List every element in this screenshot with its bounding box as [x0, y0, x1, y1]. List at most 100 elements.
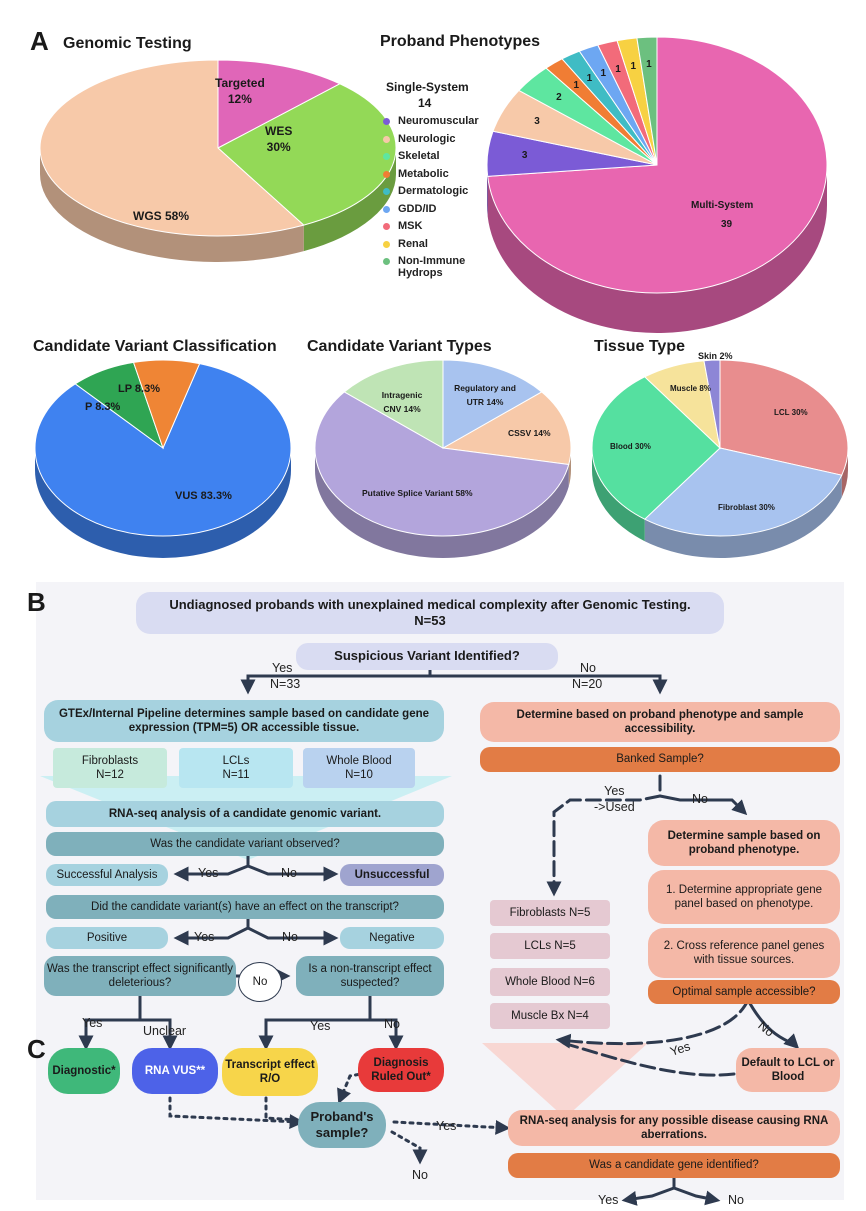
phenotype-slice-count: 1 — [573, 79, 580, 91]
rnaseq-candidate-box: RNA-seq analysis of a candidate genomic … — [46, 801, 444, 827]
pie-side-wes — [303, 148, 396, 252]
phenotype-slice-count: 1 — [600, 67, 607, 79]
pie-slice-skin — [703, 359, 721, 449]
no-label-nontranscript: No — [384, 1017, 400, 1031]
slice-label-lcl: LCL 30% — [774, 408, 808, 417]
legend-dot — [383, 135, 390, 143]
undiagnosed-text: Undiagnosed probands with unexplained me… — [169, 596, 691, 612]
legend-label: Neurologic — [398, 132, 456, 145]
pie-slice-cnv — [343, 359, 444, 449]
legend-item-gdd-id: GDD/ID — [383, 203, 478, 215]
probands-sample-box: Proband's sample? — [298, 1102, 386, 1148]
legend-dot — [383, 258, 390, 265]
successful-analysis-box: Successful Analysis — [46, 864, 168, 886]
phenotype-slice-count: 2 — [556, 91, 562, 103]
whole-blood-n: N=10 — [345, 769, 373, 781]
panel-label-c: C — [27, 1034, 46, 1064]
lcls-n: N=11 — [222, 769, 250, 781]
multi-system-count: 39 — [721, 219, 733, 230]
pie-side-multi — [487, 165, 827, 334]
pie-side-blood — [592, 448, 645, 542]
deleterious-question-box: Was the transcript effect significantly … — [44, 956, 236, 996]
slice-label-targeted: Targeted 12% — [215, 76, 265, 106]
pie-slice-vus — [34, 363, 292, 537]
yes-n-label: N=33 — [270, 677, 301, 691]
whole-blood-6-box: Whole Blood N=6 — [490, 968, 610, 996]
transcript-ro-box: Transcript effect R/O — [222, 1048, 318, 1096]
no-label-observed: No — [281, 866, 297, 880]
pie-slice-reg — [442, 359, 543, 449]
pie-slice-blood — [591, 376, 721, 520]
slice-label-vus: VUS 83.3% — [175, 490, 232, 502]
pie-slice-lcl — [719, 359, 849, 476]
pie-side-lcl — [841, 448, 848, 498]
yes-label-observed: Yes — [198, 866, 219, 880]
slice-label-cnv: Intragenic CNV 14% — [381, 390, 423, 414]
gtex-pipeline-box: GTEx/Internal Pipeline determines sample… — [44, 700, 444, 742]
pie-slice-fibro — [643, 447, 843, 537]
genomic-testing-pie — [39, 59, 397, 263]
phenotype-slice-count: 1 — [615, 63, 621, 75]
variant-types-pie — [314, 359, 572, 559]
funnel-triangle-right — [482, 1043, 648, 1118]
legend-item-neuromuscular: Neuromuscular — [383, 115, 479, 127]
determine-phenotype-box: Determine based on proband phenotype and… — [480, 702, 840, 742]
legend-label: Neuromuscular — [398, 115, 479, 127]
yes-label-effect: Yes — [194, 930, 215, 944]
slice-label-cssv: CSSV 14% — [508, 428, 551, 438]
unclear-label: Unclear — [143, 1024, 187, 1038]
legend-label: Skeletal — [398, 150, 440, 162]
optimal-sample-box: Optimal sample accessible? — [648, 980, 840, 1004]
diagnostic-box: Diagnostic* — [48, 1048, 120, 1094]
slice-label-muscle: Muscle 8% — [670, 384, 711, 393]
negative-box: Negative — [340, 927, 444, 949]
slice-label-regulatory: Regulatory and UTR 14% — [454, 383, 516, 407]
legend-item-dermatologic: Dermatologic — [383, 185, 478, 197]
yes-label-left: Yes — [272, 661, 293, 675]
variant-types-title: Candidate Variant Types — [307, 338, 492, 355]
no-circle: No — [238, 962, 282, 1002]
rnaseq-any-box: RNA-seq analysis for any possible diseas… — [508, 1110, 840, 1146]
tissue-type-title: Tissue Type — [594, 338, 685, 355]
phenotype-slice-count: 3 — [534, 116, 540, 128]
pie-slice-non-immune-hydrops — [636, 36, 658, 166]
legend-label: MSK — [398, 220, 423, 232]
no-label-banked: No — [692, 792, 708, 806]
pie-slice-targeted — [217, 59, 341, 149]
single-system-count: 14 — [418, 96, 432, 110]
phenotype-slice-count: 1 — [646, 59, 652, 71]
proband-phenotypes-pie — [486, 36, 828, 334]
legend-dot — [383, 170, 390, 178]
slice-label-blood: Blood 30% — [610, 442, 651, 451]
slice-label-wgs: WGS 58% — [133, 209, 190, 223]
slice-label-skin: Skin 2% — [698, 351, 733, 361]
diagnosis-ruled-out-box: Diagnosis Ruled Out* — [358, 1048, 444, 1092]
phenotype-slice-count: 1 — [586, 73, 593, 85]
no-n-label: N=20 — [572, 677, 603, 691]
unsuccessful-box: Unsuccessful — [340, 864, 444, 886]
yes-label-deleterious: Yes — [82, 1016, 103, 1030]
pie-slice-splice — [314, 391, 570, 537]
slice-label-lp: LP 8.3% — [118, 383, 160, 395]
fibroblasts-5-box: Fibroblasts N=5 — [490, 900, 610, 926]
yes-label-gene: Yes — [598, 1193, 619, 1207]
yes-label-nontranscript: Yes — [310, 1019, 331, 1033]
suspicious-variant-box: Suspicious Variant Identified? — [296, 643, 558, 670]
undiagnosed-n: N=53 — [414, 613, 446, 628]
legend-dot — [383, 240, 390, 248]
undiagnosed-probands-box: Undiagnosed probands with unexplained me… — [136, 592, 724, 634]
legend-label: Non-Immune Hydrops — [398, 255, 466, 279]
pie-side-vus — [35, 448, 291, 558]
lcls-label: LCLs — [222, 754, 250, 767]
genomic-testing-title: Genomic Testing — [63, 35, 192, 52]
legend-item-msk: MSK — [383, 220, 478, 232]
fibroblasts-n: N=12 — [96, 769, 124, 781]
yes-label-sample: Yes — [436, 1119, 457, 1133]
phenotype-slice-count: 1 — [630, 60, 637, 72]
banked-sample-box: Banked Sample? — [480, 747, 840, 772]
legend-dot — [383, 205, 390, 213]
slice-label-p: P 8.3% — [85, 401, 121, 413]
